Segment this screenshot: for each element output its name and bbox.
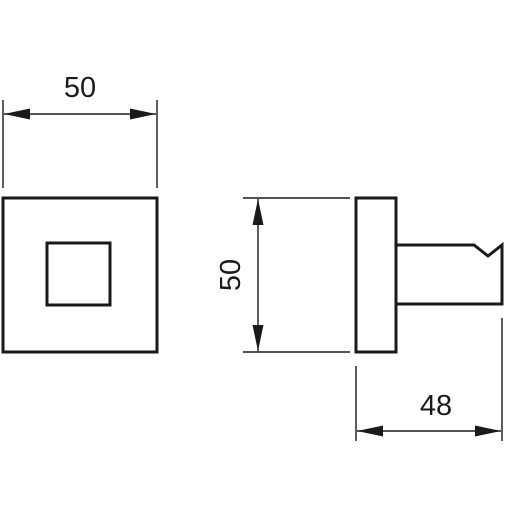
arrowhead-left [4, 108, 30, 120]
front-width-label: 50 [64, 72, 96, 104]
arrowhead-bottom [252, 325, 264, 351]
arrowhead-right [475, 425, 501, 437]
front-view-plate [1, 196, 159, 354]
arrowhead-right [130, 108, 156, 120]
side-depth-dimension: 48 [355, 318, 503, 441]
front-view [1, 196, 159, 354]
side-height-dimension: 50 [215, 197, 350, 353]
arrowhead-top [252, 199, 264, 225]
side-view [354, 196, 504, 354]
front-width-dimension: 50 [2, 72, 158, 188]
side-height-label: 50 [215, 259, 247, 291]
arrowhead-left [357, 425, 383, 437]
front-view-center-square [45, 241, 112, 307]
side-depth-label: 48 [420, 390, 452, 422]
side-view-hook [396, 241, 504, 306]
side-view-plate [354, 196, 398, 354]
